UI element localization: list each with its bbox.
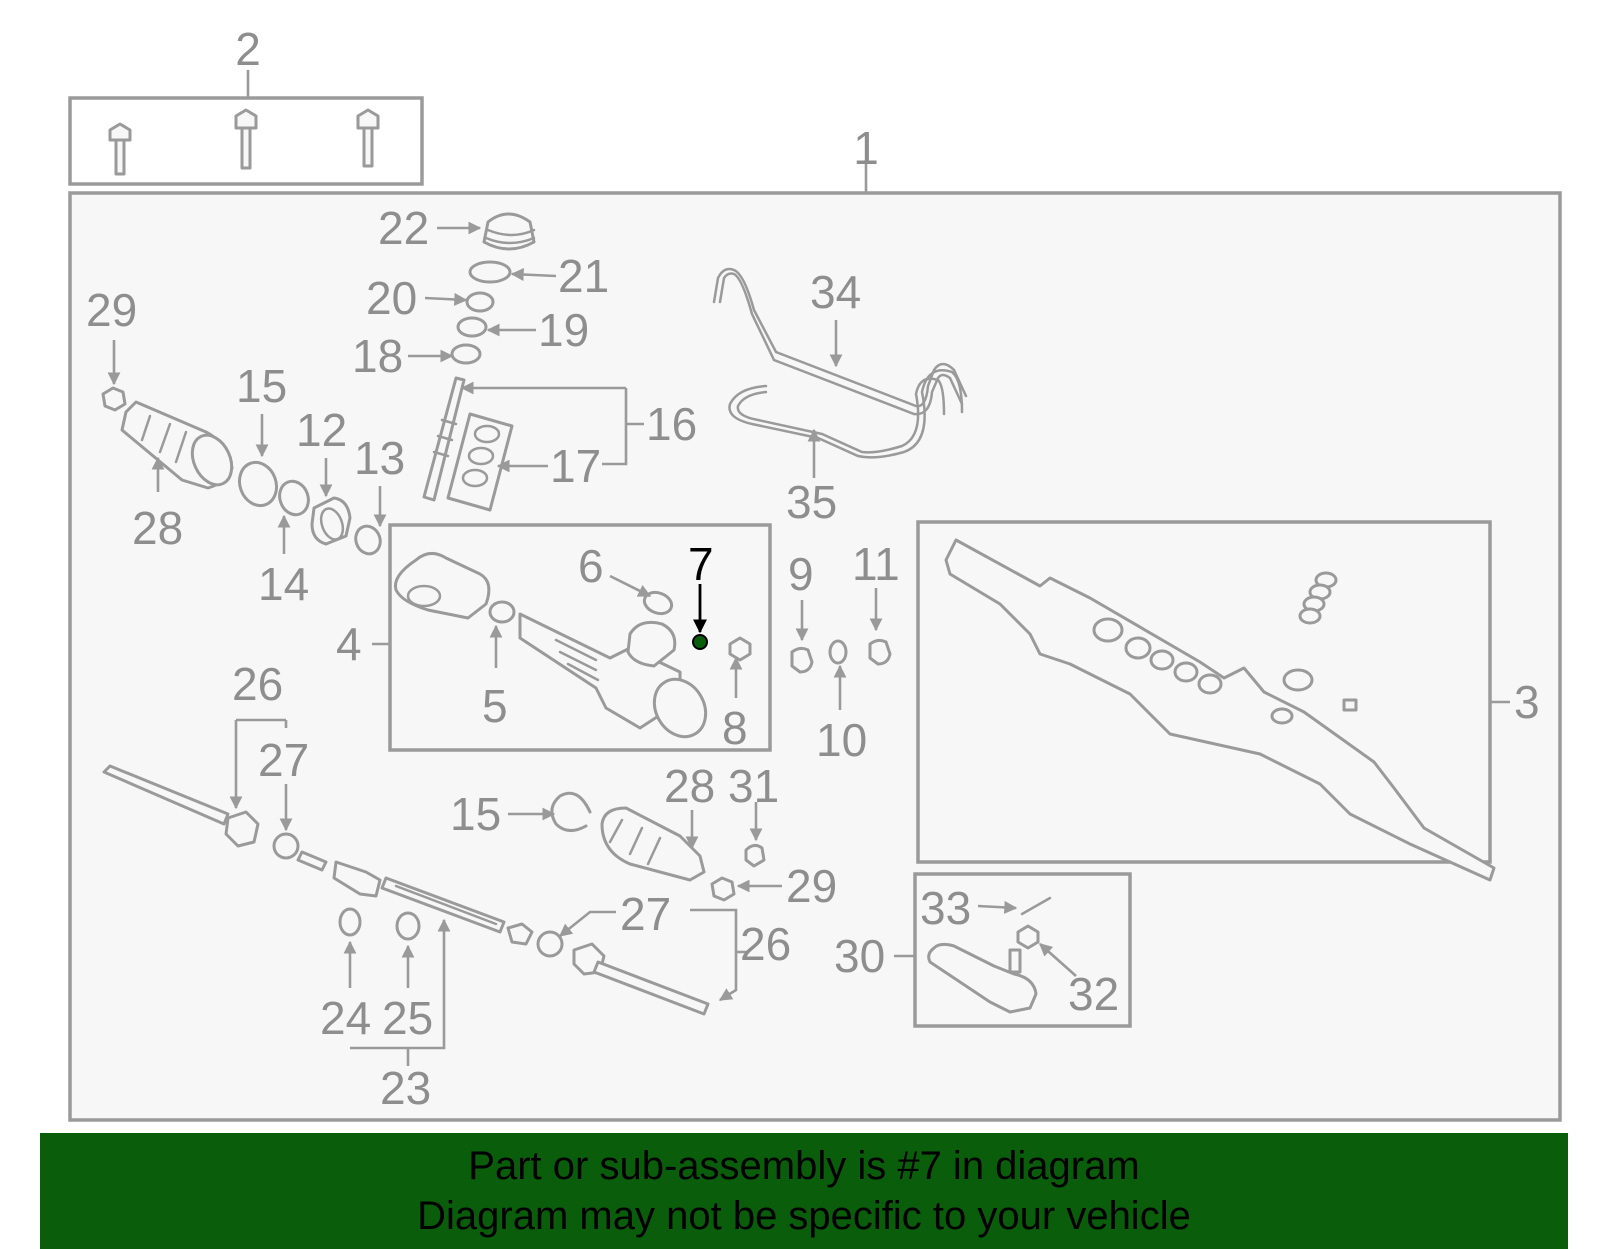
label-10: 10: [816, 714, 867, 766]
bushing-icon: [506, 922, 534, 946]
label-19: 19: [538, 304, 589, 356]
highlighted-part-7-icon: [692, 634, 708, 650]
rack-housing-icon: [393, 552, 708, 739]
label-5: 5: [482, 680, 508, 732]
label-20: 20: [366, 272, 417, 324]
label-23: 23: [380, 1062, 431, 1114]
washer-icon: [465, 291, 495, 313]
label-21: 21: [558, 250, 609, 302]
label-26-bottom: 26: [740, 918, 791, 970]
label-27-bottom: 27: [620, 888, 671, 940]
boot-icon: [120, 400, 234, 490]
label-24: 24: [320, 992, 371, 1044]
label-3: 3: [1514, 676, 1540, 728]
inner-tie-rod-icon: [572, 942, 710, 1016]
label-12: 12: [296, 404, 347, 456]
label-15-right: 15: [450, 788, 501, 840]
label-18: 18: [352, 330, 403, 382]
return-line-icon: [728, 369, 964, 459]
bolt-group-frame: [68, 96, 424, 186]
ring-icon: [642, 590, 674, 616]
seal-icon: [450, 343, 482, 365]
banner-line-1: Part or sub-assembly is #7 in diagram: [468, 1144, 1140, 1188]
ring-icon: [278, 479, 310, 517]
o-ring-icon: [468, 260, 512, 284]
label-29-left: 29: [86, 284, 137, 336]
label-13: 13: [354, 432, 405, 484]
label-22: 22: [378, 202, 429, 254]
tie-rod-end-icon: [927, 942, 1038, 1014]
label-26-top: 26: [232, 658, 283, 710]
label-16: 16: [646, 398, 697, 450]
nut-icon: [1016, 924, 1040, 950]
label-31: 31: [728, 760, 779, 812]
return-line-icon: [736, 377, 946, 454]
bushing-icon: [790, 646, 814, 674]
label-29-right: 29: [786, 860, 837, 912]
ring-icon: [536, 930, 564, 958]
cap-icon: [482, 212, 536, 251]
label-15-left: 15: [236, 360, 287, 412]
ring-icon: [272, 832, 300, 860]
label-11: 11: [852, 538, 900, 590]
clamp-icon: [710, 876, 736, 902]
nut-icon: [728, 636, 752, 662]
label-2: 2: [235, 23, 261, 75]
bolt-icon: [234, 108, 258, 170]
pressure-line-icon: [712, 267, 968, 408]
label-34: 34: [810, 266, 861, 318]
label-17: 17: [550, 440, 601, 492]
label-32: 32: [1068, 968, 1119, 1020]
gasket-plate-icon: [446, 412, 514, 512]
label-35: 35: [786, 476, 837, 528]
pressure-line-icon: [718, 272, 964, 416]
rack-assembly-icon: [944, 538, 1496, 882]
cotter-pin-icon: [1020, 896, 1052, 916]
label-1: 1: [853, 122, 879, 174]
label-28-right: 28: [664, 760, 715, 812]
label-30: 30: [834, 930, 885, 982]
bolt-icon: [108, 122, 132, 176]
ring-icon: [488, 600, 516, 624]
label-28-left: 28: [132, 502, 183, 554]
pinion-shaft-icon: [422, 376, 466, 502]
label-4: 4: [336, 618, 362, 670]
label-14: 14: [258, 558, 309, 610]
clamp-icon: [101, 386, 127, 412]
label-7-highlighted: 7: [688, 538, 714, 590]
ball-joint-icon: [332, 860, 382, 898]
spacer-icon: [296, 850, 328, 872]
label-25: 25: [382, 992, 433, 1044]
seal-icon: [456, 316, 488, 338]
bushing-icon: [868, 638, 892, 666]
o-ring-icon: [395, 911, 421, 941]
bushing-icon: [310, 496, 352, 546]
washer-icon: [828, 639, 848, 665]
snap-ring-icon: [237, 460, 279, 508]
ring-icon: [354, 524, 382, 556]
label-8: 8: [722, 702, 748, 754]
label-9: 9: [788, 548, 814, 600]
bolt-icon: [356, 108, 380, 168]
banner-line-2: Diagram may not be specific to your vehi…: [417, 1194, 1191, 1238]
o-ring-icon: [338, 907, 362, 937]
clamp-icon: [744, 843, 766, 868]
label-6: 6: [578, 540, 604, 592]
boot-icon: [600, 806, 706, 882]
notice-banner: Part or sub-assembly is #7 in diagram Di…: [40, 1133, 1568, 1249]
label-27-top: 27: [258, 734, 309, 786]
label-33: 33: [920, 882, 971, 934]
